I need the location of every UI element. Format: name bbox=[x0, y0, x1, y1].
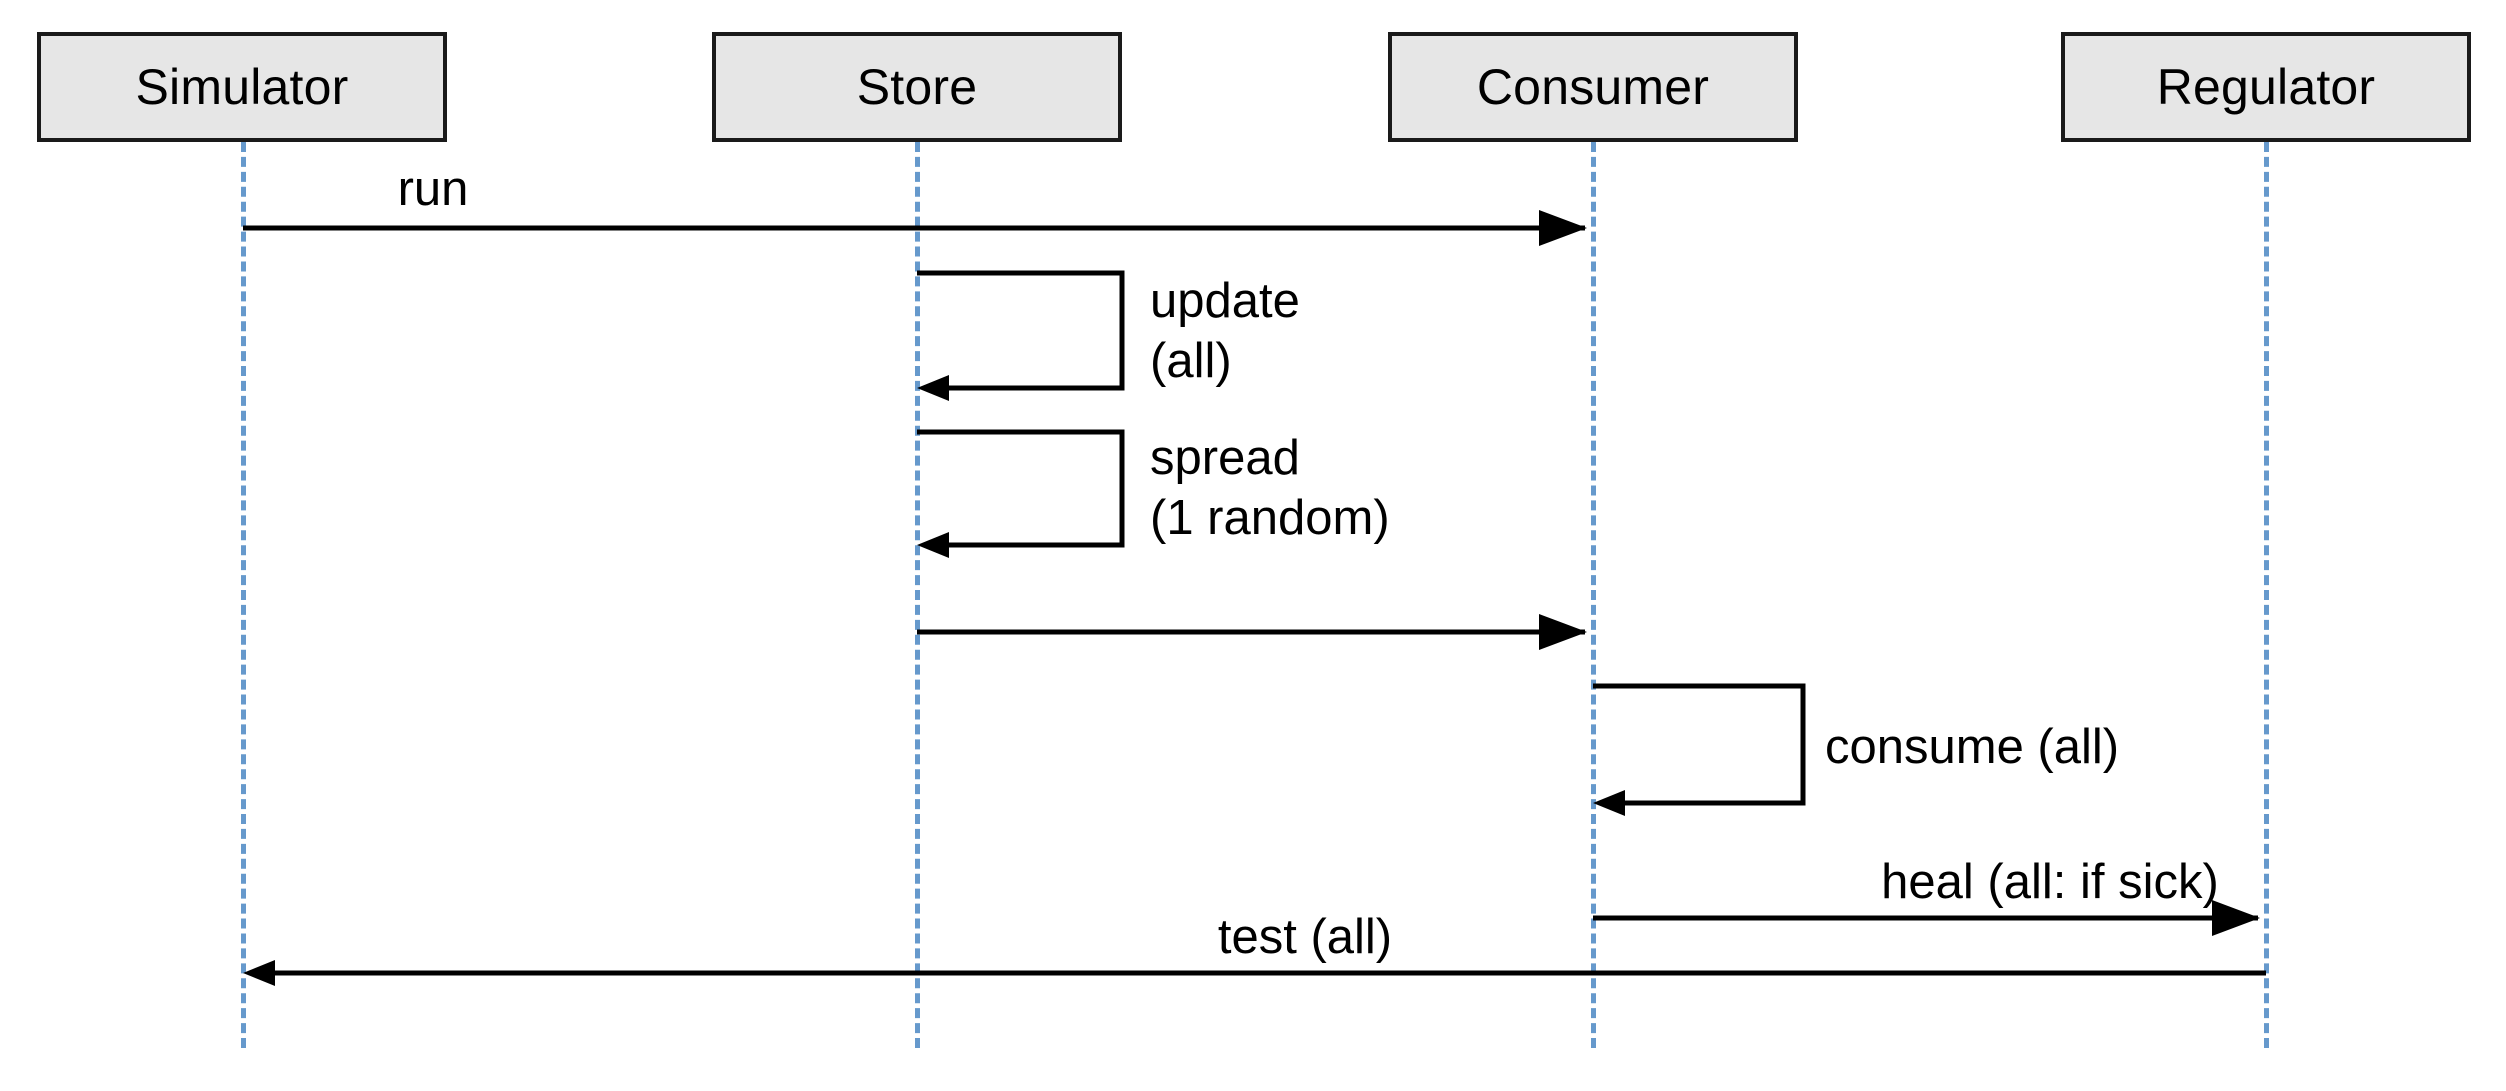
participant-box-store[interactable]: Store bbox=[712, 32, 1122, 142]
lifeline-regulator bbox=[2264, 142, 2269, 1048]
message-label-update: update (all) bbox=[1150, 274, 1300, 388]
message-label-test: test (all) bbox=[1217, 910, 1393, 964]
self-call-loop-update[interactable] bbox=[917, 270, 1125, 401]
lifeline-consumer bbox=[1591, 142, 1596, 1048]
participant-box-regulator[interactable]: Regulator bbox=[2061, 32, 2471, 142]
message-label-heal: heal (all: if sick) bbox=[1881, 855, 2219, 909]
lifeline-store bbox=[915, 142, 920, 1048]
message-label-spread: spread (1 random) bbox=[1150, 431, 1390, 545]
lifeline-simulator bbox=[241, 142, 246, 1048]
participant-label-store: Store bbox=[856, 59, 978, 115]
participant-box-consumer[interactable]: Consumer bbox=[1388, 32, 1798, 142]
self-call-loop-spread[interactable] bbox=[917, 429, 1125, 558]
participant-box-simulator[interactable]: Simulator bbox=[37, 32, 447, 142]
participant-label-regulator: Regulator bbox=[2156, 59, 2376, 115]
participant-label-consumer: Consumer bbox=[1476, 59, 1710, 115]
self-call-loop-consume[interactable] bbox=[1593, 683, 1806, 816]
message-label-consume: consume (all) bbox=[1825, 720, 2120, 774]
message-label-run: run bbox=[397, 162, 469, 216]
participant-label-simulator: Simulator bbox=[135, 59, 349, 115]
